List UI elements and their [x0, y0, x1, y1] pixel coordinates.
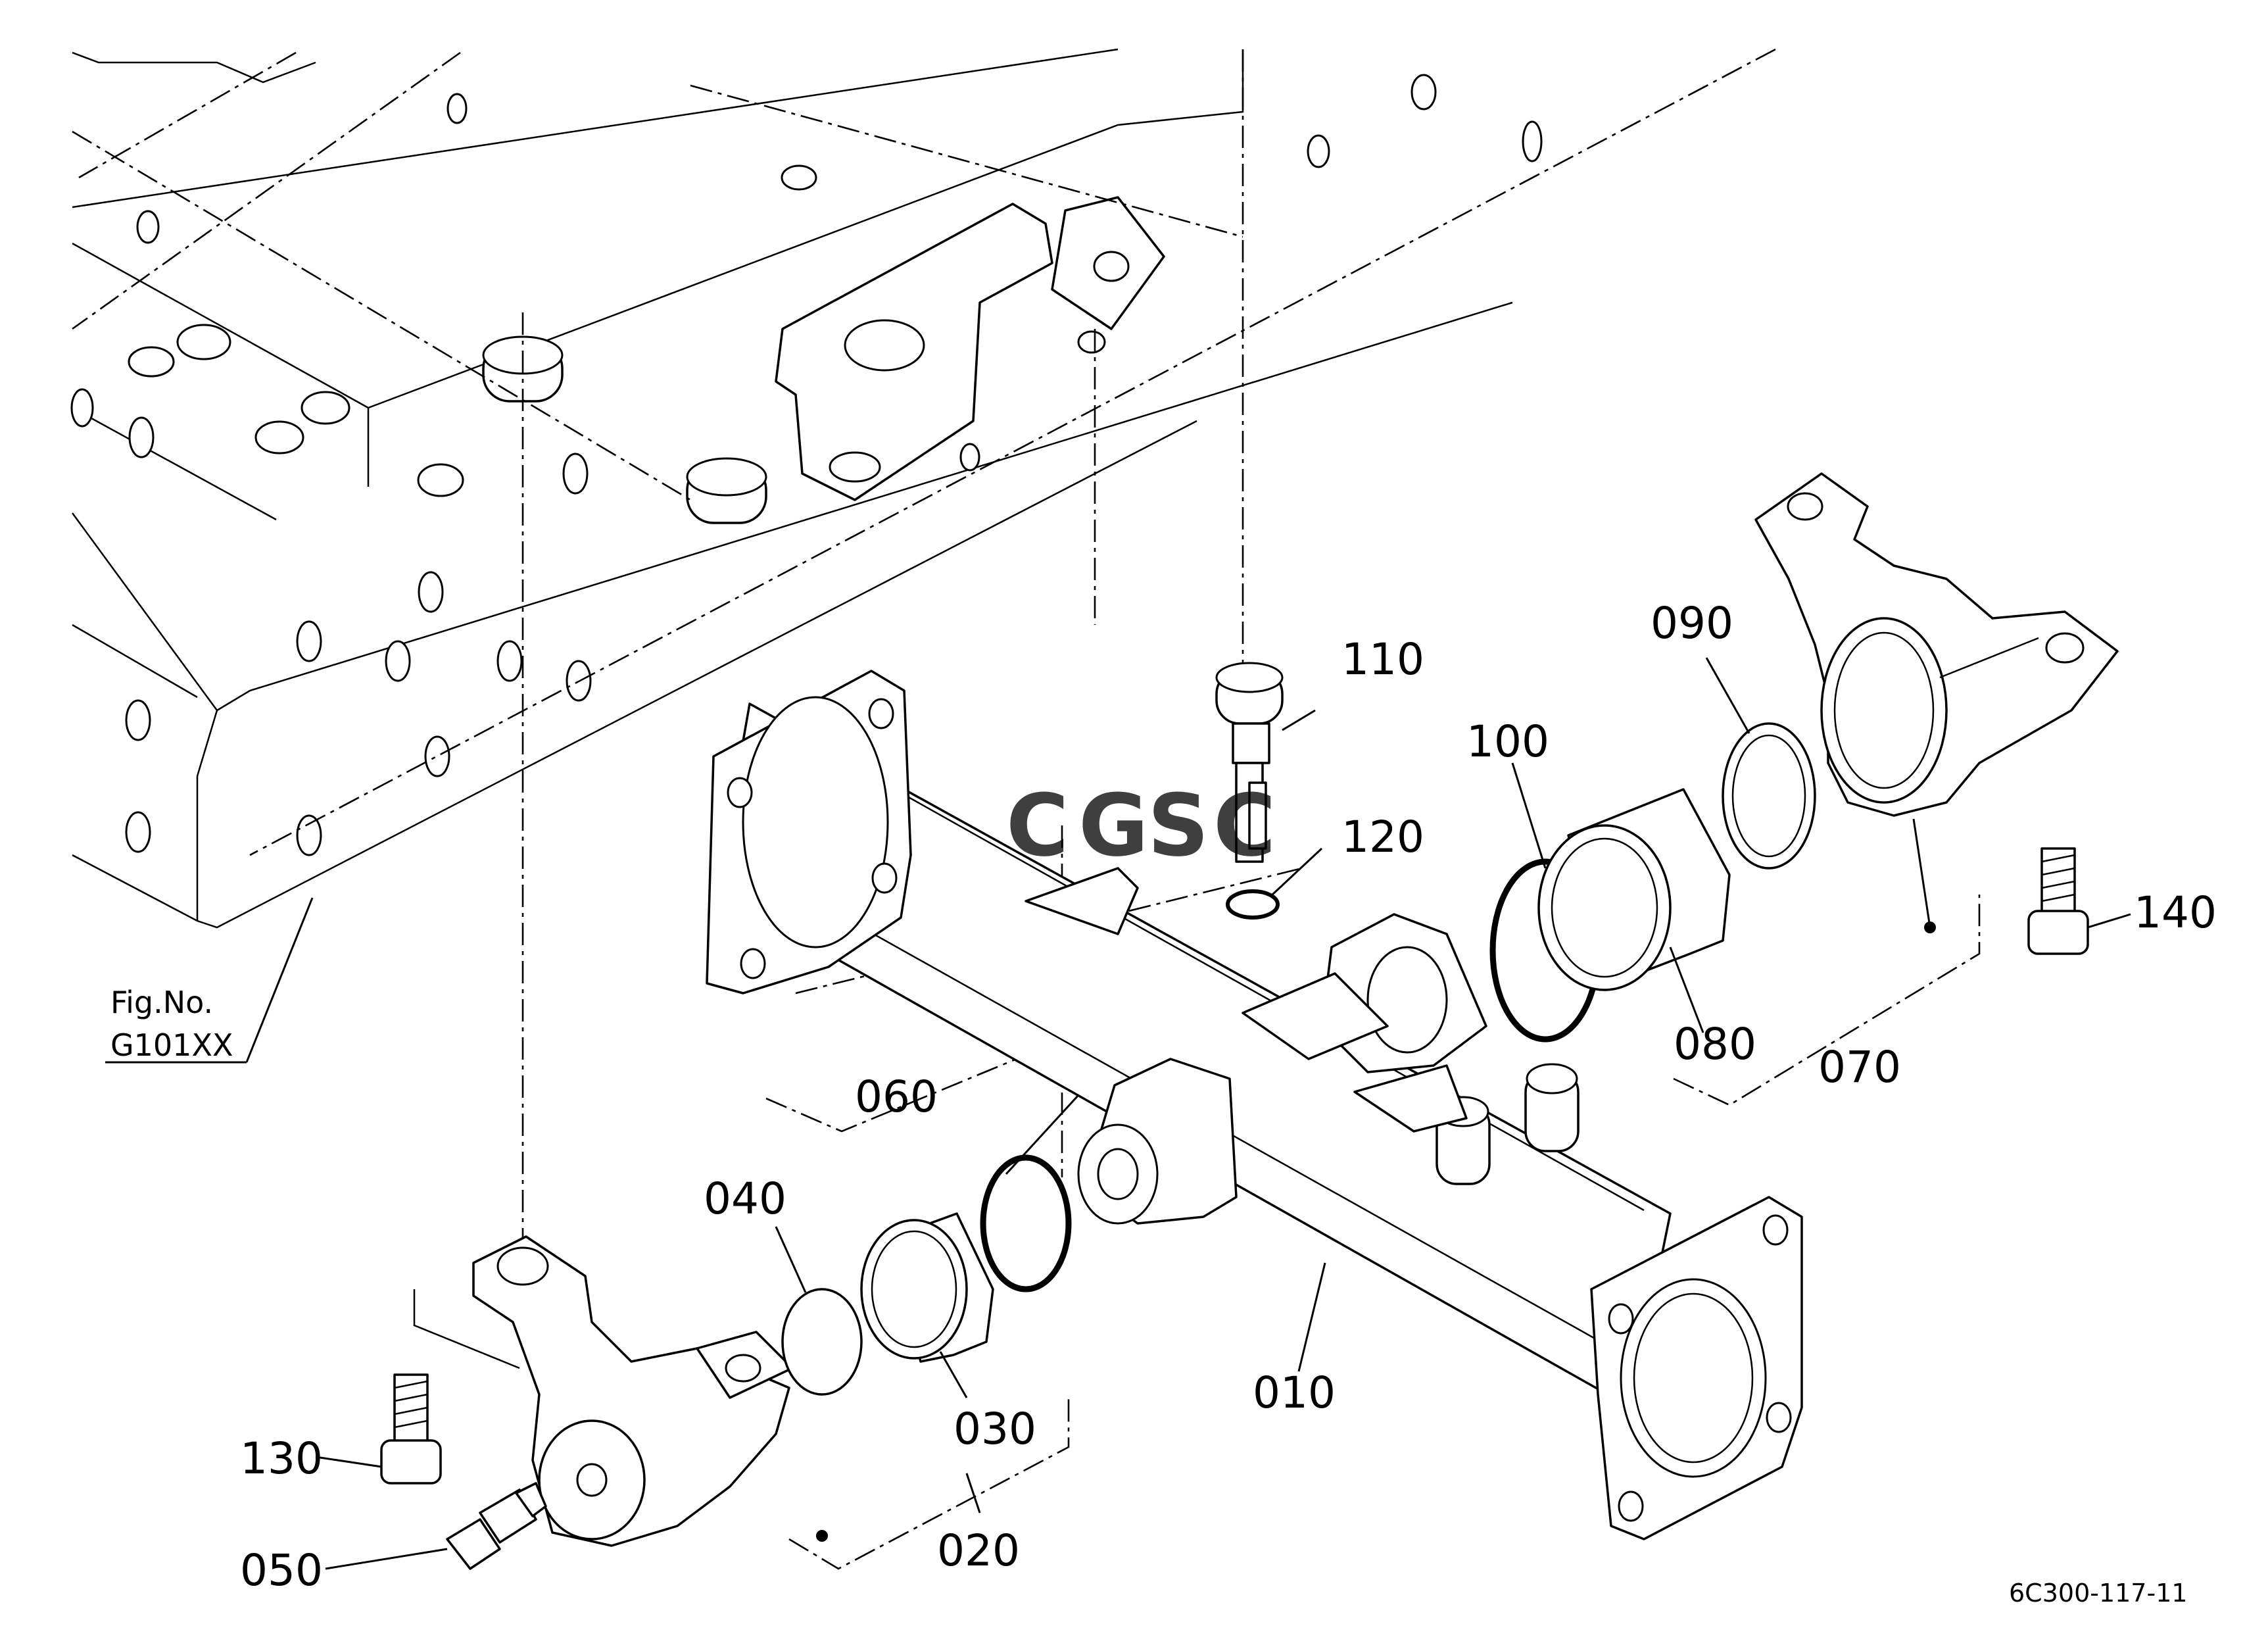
grease-nipple [446, 1482, 547, 1570]
watermark-logo: C G S C [1006, 775, 1276, 875]
callout-050: 050 [240, 1545, 323, 1596]
knuckle-bracket-right [1754, 472, 2119, 817]
watermark-letter: G [1078, 775, 1149, 875]
fig-ref-line2: G101XX [110, 1027, 233, 1063]
axle-tube [706, 670, 1803, 1540]
breather-plug [1215, 662, 1284, 863]
callout-060: 060 [855, 1071, 938, 1122]
callout-110: 110 [1341, 634, 1424, 685]
callout-120: 120 [1341, 812, 1424, 862]
callout-100: 100 [1466, 716, 1549, 767]
bushing-right [1537, 788, 1731, 991]
callout-020: 020 [937, 1525, 1020, 1576]
watermark-letter: C [1213, 775, 1276, 875]
callout-080: 080 [1674, 1019, 1756, 1069]
leader-lines [105, 657, 2131, 1570]
callout-labels: 110 120 100 090 080 070 140 060 040 030 … [240, 598, 2217, 1596]
bolt-left [380, 1373, 442, 1485]
frame-assembly [70, 48, 1543, 929]
thrust-disc-left [781, 1288, 863, 1396]
callout-090: 090 [1651, 598, 1733, 649]
callout-040: 040 [704, 1173, 786, 1224]
leader-dot [1924, 922, 1936, 933]
large-o-ring-left [980, 1154, 1072, 1292]
fig-ref-line1: Fig.No. [110, 985, 213, 1020]
thrust-washer-right [1722, 722, 1816, 870]
figure-reference: Fig.No. G101XX [110, 985, 233, 1063]
bolt-right [2027, 847, 2089, 955]
callout-130: 130 [240, 1433, 323, 1484]
drawing-number: 6C300-117-11 [2009, 1579, 2188, 1608]
leader-dot [816, 1530, 828, 1542]
frame-boss [686, 457, 767, 524]
callout-140: 140 [2134, 887, 2217, 938]
bushing-left [860, 1212, 994, 1363]
watermark-letter: S [1147, 775, 1209, 875]
callout-070: 070 [1818, 1042, 1901, 1093]
callout-010: 010 [1253, 1367, 1336, 1418]
knuckle-bracket-left [472, 1235, 794, 1547]
callout-030: 030 [953, 1404, 1036, 1454]
watermark-letter: C [1006, 775, 1069, 875]
small-o-ring [1226, 889, 1280, 920]
